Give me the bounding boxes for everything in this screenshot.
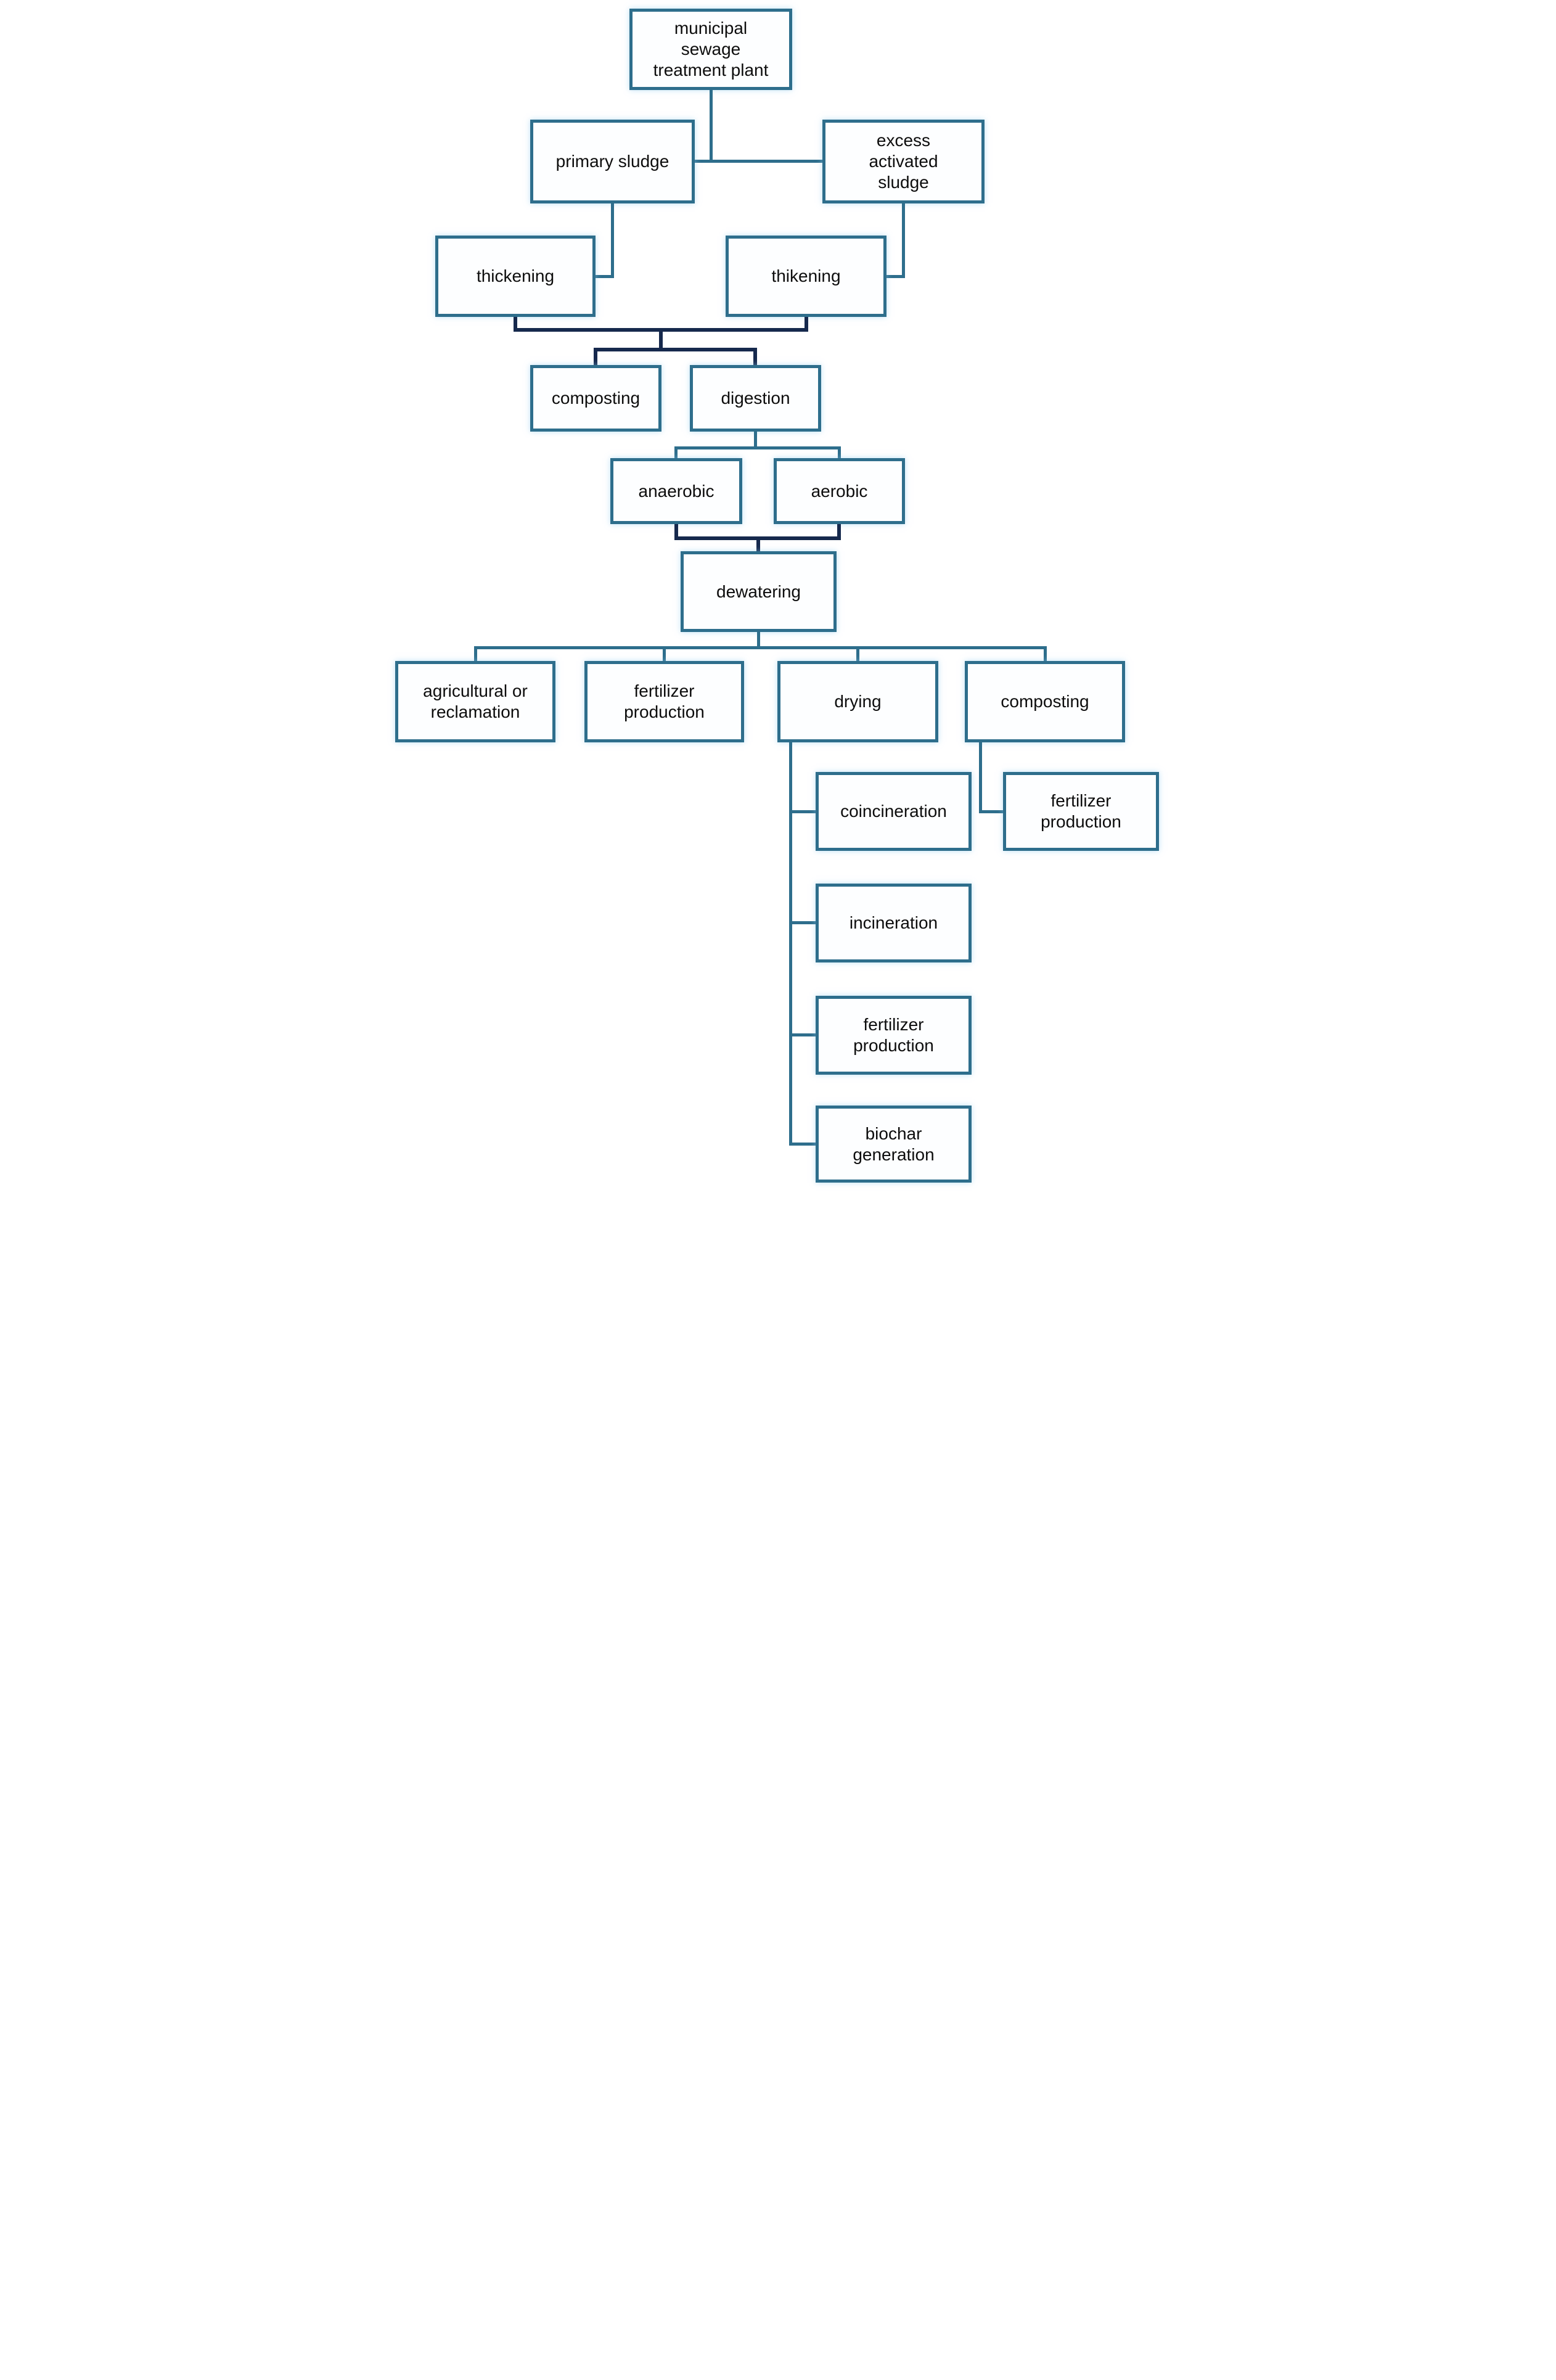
connector-row2-horizontal [695,160,822,163]
merge-thikening-stub [805,317,808,332]
node-agricultural-or-reclamation: agricultural or reclamation [395,661,555,742]
node-incineration: incineration [816,884,972,962]
node-municipal-sewage-treatment-plant: municipal sewage treatment plant [629,9,792,90]
connector-drop-anaerobic [674,446,678,458]
connector-digestion-split [674,446,841,449]
connector-drop-drying [856,646,859,661]
node-composting-right: composting [965,661,1125,742]
node-fertilizer-production-right: fertilizer production [1003,772,1159,851]
merge-drop-dewatering [756,536,760,551]
connector-drop-fertilizer-main [663,646,666,661]
node-thickening: thickening [435,236,596,317]
connector-excess-into-thikening [887,275,905,278]
connector-municipal-down [710,90,713,163]
connector-into-coincineration [789,810,816,813]
connector-drop-composting-right [1044,646,1047,661]
node-composting: composting [530,365,661,432]
node-primary-sludge: primary sludge [530,120,695,203]
node-aerobic: aerobic [774,458,905,524]
connector-digestion-down [754,432,757,449]
connector-composting-right-down [979,742,982,813]
node-drying: drying [777,661,938,742]
connector-excess-down [902,203,905,278]
connector-fanout-rail [474,646,1047,649]
node-coincineration: coincineration [816,772,972,851]
connector-into-incineration [789,921,816,924]
node-thikening: thikening [726,236,887,317]
node-fertilizer-production-main: fertilizer production [584,661,744,742]
connector-drop-aerobic [838,446,841,458]
node-dewatering: dewatering [681,551,837,632]
node-anaerobic: anaerobic [610,458,742,524]
node-fertilizer-production-drying: fertilizer production [816,996,972,1075]
connector-drop-agricultural [474,646,477,661]
connector-primary-down [611,203,614,278]
connector-into-fertilizer-right [979,810,1003,813]
connector-dewatering-down [757,632,760,649]
merge-aerobic-stub [837,524,841,540]
split-drop-digestion [753,348,757,365]
connector-drying-spine [789,742,792,1146]
connector-into-biochar [789,1143,816,1146]
merge-rail-link [659,328,663,351]
sludge-treatment-flowchart: municipal sewage treatment plant primary… [389,0,1167,1190]
node-excess-activated-sludge: excess activated sludge [822,120,985,203]
merge-thickening-stub [514,317,517,332]
merge-anaerobic-stub [674,524,678,540]
node-biochar-generation: biochar generation [816,1106,972,1183]
split-drop-composting [594,348,597,365]
connector-primary-into-thickening [596,275,614,278]
split-rail-lower [594,348,757,351]
node-digestion: digestion [690,365,821,432]
connector-into-fertilizer-drying [789,1033,816,1036]
